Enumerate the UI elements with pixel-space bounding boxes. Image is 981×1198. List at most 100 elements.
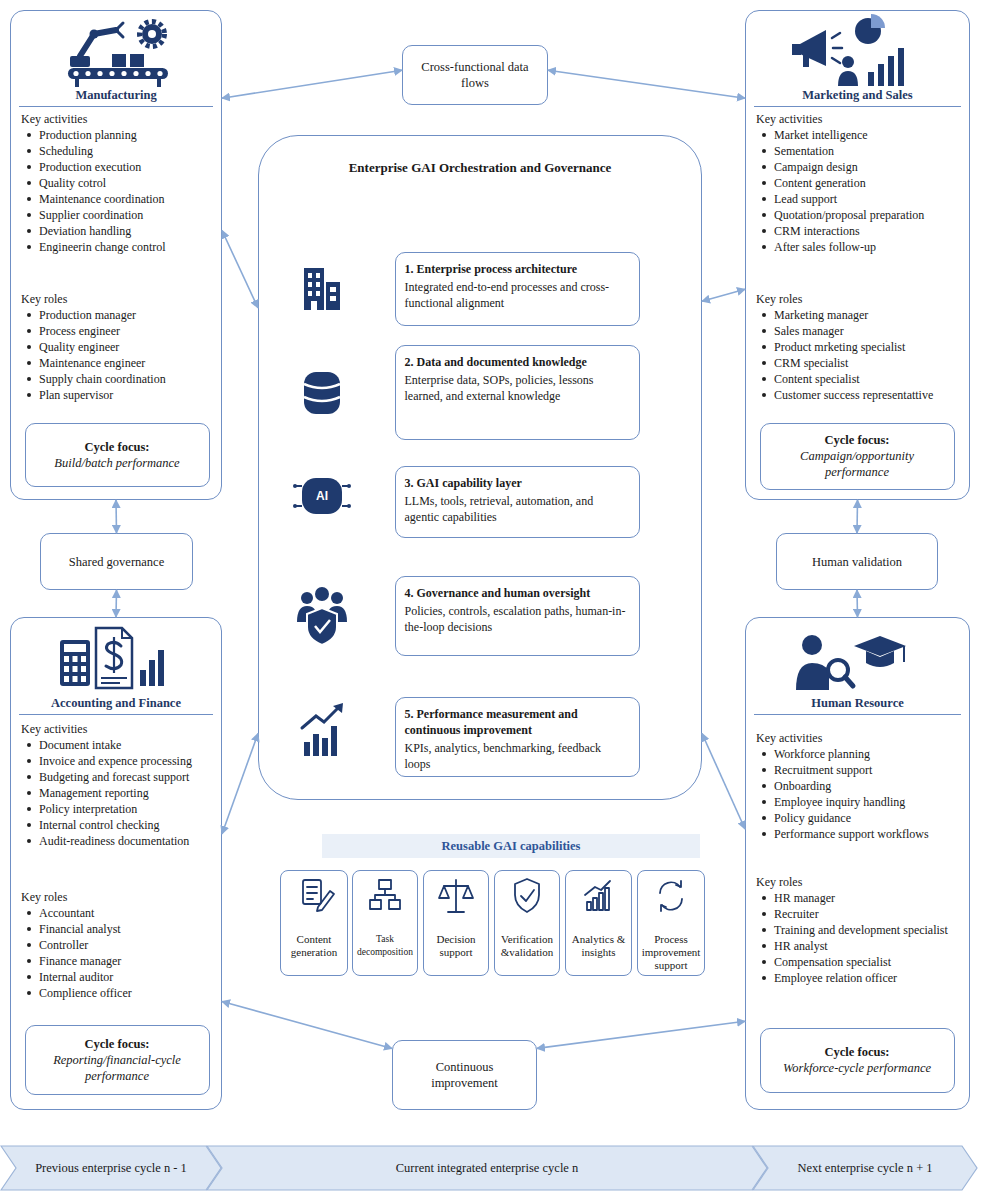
list-item: Accountant: [21, 905, 217, 921]
list-item-text: Supplier coordination: [39, 207, 217, 223]
bullet-dot: [762, 213, 766, 217]
list-item-text: Product mrketing specialist: [774, 339, 965, 355]
bullet-dot: [27, 149, 31, 153]
layer-box: 5. Performance measurement and continuou…: [395, 697, 640, 777]
capability-icons-part: [587, 902, 591, 910]
bullet-dot: [762, 784, 766, 788]
cycle-label: Cycle focus:: [85, 1036, 150, 1052]
process-architecture-icon-part: [316, 282, 320, 287]
bidirectional-arrow: [222, 70, 402, 98]
bullet-dot: [762, 197, 766, 201]
list-section: Key rolesHR managerRecruiterTraining and…: [756, 874, 965, 986]
manufacturing-icon-part: [90, 30, 99, 39]
section-heading: Key activities: [756, 730, 965, 746]
list-item: Product mrketing specialist: [756, 339, 965, 355]
capability-box: Process improvement support: [637, 870, 705, 976]
list-item-text: Recruitment support: [774, 762, 965, 778]
list-item: Internal control checking: [21, 817, 217, 833]
accounting-icon-part: [101, 678, 127, 683]
capability-box: Content generation: [280, 870, 348, 976]
manufacturing-icon-part: [112, 54, 126, 67]
marketing-icon-part: [871, 14, 885, 28]
cycle-label: Cycle focus:: [85, 439, 150, 455]
list-item: Maintenance engineer: [21, 355, 217, 371]
list-section: Key activitiesDocument intakeInvoice and…: [21, 721, 217, 849]
bullet-dot: [27, 165, 31, 169]
list-item: Budgeting and forecast support: [21, 769, 217, 785]
cycle-value: Workforce-cycle performance: [783, 1060, 931, 1076]
hr-icon-part: [866, 651, 894, 667]
performance-icon-part: [331, 726, 337, 756]
bidirectional-arrow: [115, 500, 117, 533]
section-heading: Key activities: [756, 111, 965, 127]
list-item-text: Production execution: [39, 159, 217, 175]
list-item-text: Maintenance engineer: [39, 355, 217, 371]
bullet-dot: [27, 133, 31, 137]
bullet-dot: [762, 313, 766, 317]
cycle-chevron: Next enterprise cycle n + 1: [752, 1145, 978, 1191]
list-item: Recruitment support: [756, 762, 965, 778]
list-item-text: Employee inquiry handling: [774, 794, 965, 810]
process-architecture-icon-part: [304, 268, 324, 310]
capability-icons-part: [515, 879, 539, 912]
governance-icon-part: [329, 606, 347, 622]
list-item: Controller: [21, 937, 217, 953]
marketing-icon-part: [803, 55, 809, 67]
bullet-dot: [27, 361, 31, 365]
cycle-focus-box: Cycle focus:Reporting/financial-cycle pe…: [25, 1025, 210, 1095]
list-item-text: Performance support workflows: [774, 826, 965, 842]
ai-brain-icon-part: [296, 486, 348, 506]
list-item-text: Process engineer: [39, 323, 217, 339]
bullet-dot: [27, 959, 31, 963]
ai-brain-icon-part: [293, 504, 297, 508]
layer-body: Policies, controls, escalation paths, hu…: [405, 603, 630, 635]
list-item: Recruiter: [756, 906, 965, 922]
box-text: Human validation: [812, 554, 902, 570]
marketing-icon-part: [898, 48, 904, 86]
performance-icon-part: [333, 703, 343, 713]
list-item: Invoice and expence processing: [21, 753, 217, 769]
process-architecture-icon-part: [308, 273, 312, 278]
cycle-text: Previous enterprise cycle n - 1: [35, 1161, 187, 1176]
process-architecture-icon-part: [308, 291, 312, 296]
list-item-text: Training and development specialist: [774, 922, 965, 938]
hr-icon-part: [903, 646, 905, 662]
capability-text: Decision support: [426, 933, 486, 959]
capability-text: Task decomposition: [355, 933, 415, 959]
list-item: Performance support workflows: [756, 826, 965, 842]
department-panel: Marketing and SalesKey activitiesMarket …: [745, 10, 970, 500]
bidirectional-arrow: [856, 590, 858, 617]
governance-icon: [297, 587, 347, 645]
bullet-dot: [762, 960, 766, 964]
accounting-icon-part: [64, 644, 86, 652]
capability-icons-part: [661, 905, 666, 911]
accounting-icon-part: [64, 676, 69, 682]
ai-brain-icon-part: [347, 484, 351, 488]
list-item: Process engineer: [21, 323, 217, 339]
bullet-dot: [27, 775, 31, 779]
list-item: Finance manager: [21, 953, 217, 969]
marketing-icon-part: [838, 71, 858, 86]
list-item-text: Plan supervisor: [39, 387, 217, 403]
list-item-text: Workforce planning: [774, 746, 965, 762]
bullet-dot: [27, 759, 31, 763]
list-item: Deviation handling: [21, 223, 217, 239]
orchestration-box: Enterprise GAI Orchestration and Governa…: [258, 135, 702, 800]
capability-icons-part: [370, 900, 381, 909]
list-item-text: Engineerin change control: [39, 239, 217, 255]
bidirectional-arrow: [115, 590, 117, 617]
bullet-dot: [762, 928, 766, 932]
manufacturing-icon-part: [157, 71, 162, 76]
list-item-text: Scheduling: [39, 143, 217, 159]
accounting-icon-part: [96, 628, 132, 688]
list-item-text: Audit-readiness documentation: [39, 833, 217, 849]
layer-box: 1. Enterprise process architectureIntegr…: [395, 252, 640, 326]
accounting-icon-part: [140, 670, 146, 686]
layer-body: Enterprise data, SOPs, policies, lessons…: [405, 372, 630, 404]
department-panel: Human ResourceKey activitiesWorkforce pl…: [745, 617, 970, 1110]
governance-icon-part: [307, 608, 337, 645]
bullet-dot: [762, 816, 766, 820]
layer-heading: 1. Enterprise process architecture: [405, 261, 630, 277]
bullet-dot: [27, 197, 31, 201]
